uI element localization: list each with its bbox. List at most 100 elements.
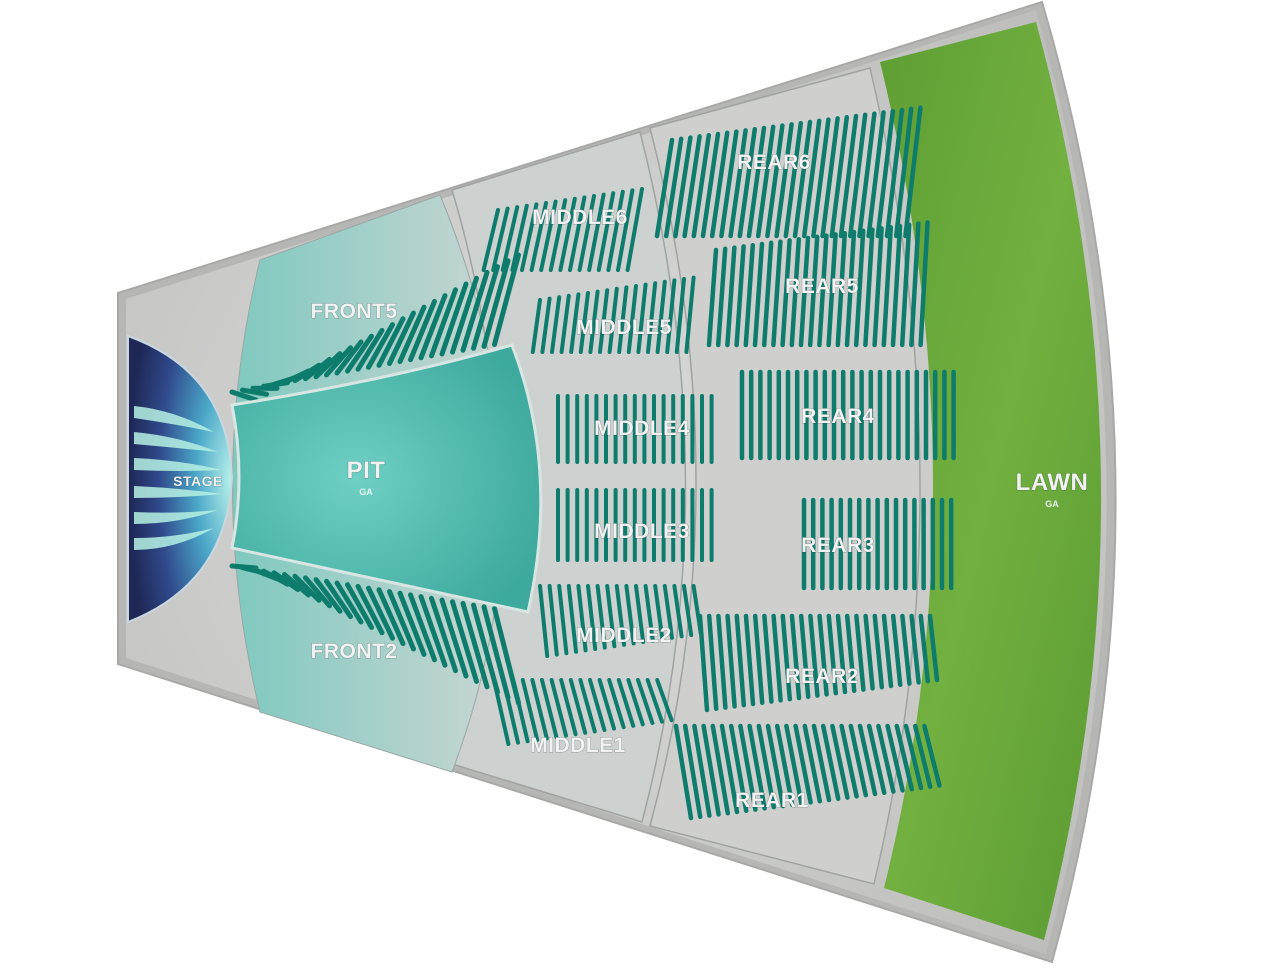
section-rear1[interactable]: REAR1 [735,789,809,813]
seat-row-rear [875,108,896,239]
section-middle1[interactable]: MIDDLE1 [530,734,626,758]
seat-row-middle [607,678,626,730]
seat-row-front2 [418,594,448,668]
section-rear4[interactable]: REAR4 [801,405,875,429]
seat-row-front5 [345,333,374,374]
rear4-label[interactable]: REAR4 [801,405,875,429]
middle2-label[interactable]: MIDDLE2 [576,624,672,648]
seat-row-front5 [240,387,269,397]
seat-row-rear [835,613,848,695]
seat-row-front5 [387,310,416,366]
middle5-label[interactable]: MIDDLE5 [576,316,672,340]
seat-row-middle [547,584,559,657]
pit-area[interactable] [230,343,543,614]
front2-label[interactable]: FRONT2 [310,640,398,664]
section-rear5[interactable]: REAR5 [785,275,859,299]
pit-label: PIT [347,457,386,484]
seat-row-rear [885,723,905,793]
seat-row-front2 [345,582,374,630]
seat-row-rear [725,613,737,709]
seat-row-middle [606,189,625,272]
seat-row-rear [912,723,933,790]
seat-row-front5 [492,252,521,347]
seat-row-rear [844,229,857,348]
section-rear3[interactable]: REAR3 [801,534,875,558]
seat-row-rear [839,723,859,799]
seat-row-middle [643,584,655,643]
middle3-label[interactable]: MIDDLE3 [594,520,690,544]
seat-row-rear [890,613,903,688]
seat-row-middle [538,584,550,658]
seat-row-rear [866,723,887,796]
seat-row-front2 [292,573,322,603]
seat-row-middle [587,192,606,272]
pit-section[interactable]: PIT GA [230,343,543,614]
seat-row-rear [826,232,838,348]
seat-row-front2 [313,577,343,614]
seat-row-rear [709,130,730,239]
seat-row-front2 [366,585,395,641]
seat-row-rear [692,723,712,818]
seat-row-middle [548,198,568,272]
seat-row-middle [588,289,600,354]
seat-row-front5 [471,264,500,351]
seat-row-middle [500,205,520,272]
middle1-label[interactable]: MIDDLE1 [530,734,626,758]
lawn-area[interactable] [880,22,1102,940]
front5-label[interactable]: FRONT5 [310,300,398,324]
section-rear2[interactable]: REAR2 [785,665,859,689]
seat-row-rear [835,230,848,348]
section-middle6[interactable]: MIDDLE6 [532,206,628,230]
seat-row-rear [847,112,868,239]
seat-row-rear [893,106,914,239]
lawn-section[interactable]: LAWN GA [880,22,1102,940]
rear6-label[interactable]: REAR6 [737,151,811,175]
section-front5[interactable]: FRONT5 [310,300,398,324]
section-middle4[interactable]: MIDDLE4 [594,417,690,441]
section-front2[interactable]: FRONT2 [310,640,398,664]
seat-row-front2 [355,583,385,636]
seat-row-rear [909,221,921,348]
seat-row-middle [682,584,694,637]
seat-row-front2 [429,595,458,674]
rear2-label[interactable]: REAR2 [785,665,859,689]
section-middle5[interactable]: MIDDLE5 [576,316,672,340]
rear1-label[interactable]: REAR1 [735,789,809,813]
seat-row-middle [634,584,646,644]
seat-row-rear [826,613,839,696]
seat-row-middle [511,678,530,744]
section-rear6[interactable]: REAR6 [737,151,811,175]
seat-row-rear [771,239,783,348]
seat-row-middle [617,285,629,354]
seat-row-middle [549,678,568,738]
lawn-sublabel: GA [1045,499,1059,509]
seat-row-rear [663,136,684,239]
seat-row-middle [540,678,559,739]
section-middle2[interactable]: MIDDLE2 [576,624,672,648]
seat-row-rear [743,613,756,707]
rear3-label[interactable]: REAR3 [801,534,875,558]
seat-row-rear [808,613,820,698]
rear5-label[interactable]: REAR5 [785,275,859,299]
seat-row-front2 [460,600,490,690]
seat-row-front2 [282,572,311,598]
seat-row-rear [682,134,702,239]
seat-row-rear [728,128,748,239]
seat-row-middle [520,678,540,742]
seat-row-middle [540,296,552,354]
seat-row-rear [762,613,774,704]
seat-row-middle [559,678,578,737]
seat-row-middle [510,203,529,272]
stage-label: STAGE [173,473,223,489]
seat-row-rear [780,613,793,702]
middle4-label[interactable]: MIDDLE4 [594,417,690,441]
seat-row-front5 [324,345,353,378]
section-middle3[interactable]: MIDDLE3 [594,520,690,544]
seat-row-middle [655,678,674,723]
seat-row-rear [725,245,737,348]
seat-row-rear [881,224,894,348]
middle6-label[interactable]: MIDDLE6 [532,206,628,230]
seat-row-front2 [439,597,469,679]
seat-row-middle [578,291,590,354]
seat-row-middle [520,202,539,272]
